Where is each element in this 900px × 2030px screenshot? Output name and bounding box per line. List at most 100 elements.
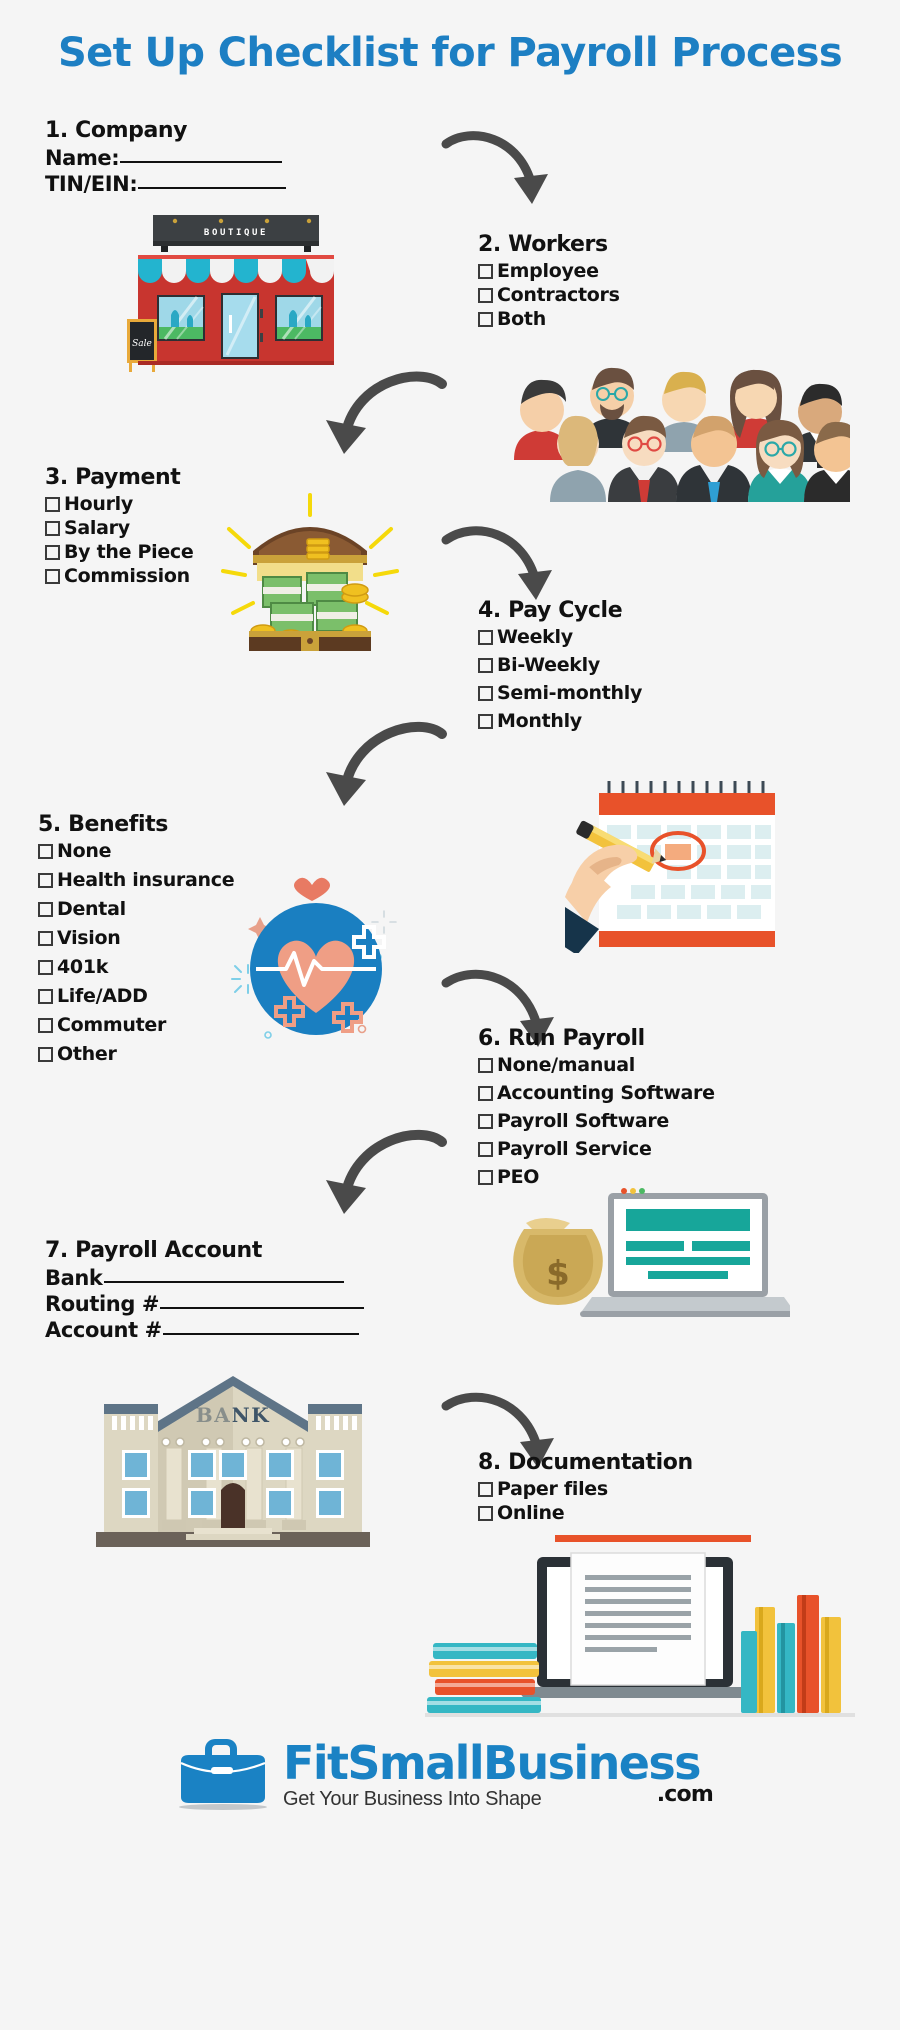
checkbox[interactable] xyxy=(478,657,493,673)
field-label: Routing # xyxy=(45,1292,160,1316)
checklist-label: Bi-Weekly xyxy=(497,654,600,676)
checkbox[interactable] xyxy=(45,568,60,584)
checklist-item[interactable]: Accounting Software xyxy=(478,1082,715,1104)
checkbox[interactable] xyxy=(45,544,60,560)
field-label: TIN/EIN: xyxy=(45,172,138,196)
checklist-item[interactable]: None xyxy=(38,840,234,862)
checklist-item[interactable]: Monthly xyxy=(478,710,642,732)
checklist-label: None xyxy=(57,840,112,862)
svg-text:BOUTIQUE: BOUTIQUE xyxy=(204,228,268,238)
checklist-label: Life/ADD xyxy=(57,985,148,1007)
logo-dotcom-suffix: .com xyxy=(656,1782,714,1807)
checklist-label: PEO xyxy=(497,1166,540,1188)
flow-arrow-5 xyxy=(440,965,570,1066)
checklist-item[interactable]: Vision xyxy=(38,927,234,949)
checklist-label: Semi-monthly xyxy=(497,682,643,704)
checkbox[interactable] xyxy=(38,930,53,946)
flow-arrow-2 xyxy=(310,370,450,481)
fill-in-rule[interactable] xyxy=(162,1333,359,1335)
section-heading: 6. Run Payroll xyxy=(478,1026,645,1051)
checklist-item[interactable]: Life/ADD xyxy=(38,985,234,1007)
checkbox[interactable] xyxy=(478,287,493,303)
checkbox[interactable] xyxy=(478,311,493,327)
checkbox[interactable] xyxy=(478,1169,493,1185)
checkbox[interactable] xyxy=(478,1141,493,1157)
checklist-item[interactable]: Commuter xyxy=(38,1014,234,1036)
checklist-item[interactable]: Other xyxy=(38,1043,234,1065)
checkbox[interactable] xyxy=(38,959,53,975)
fill-in-rule[interactable] xyxy=(103,1281,344,1283)
checklist-item[interactable]: Dental xyxy=(38,898,234,920)
checkbox[interactable] xyxy=(478,1481,493,1497)
checklist-item[interactable]: Online xyxy=(478,1502,693,1524)
checklist-item[interactable]: Salary xyxy=(45,517,193,539)
checklist-item[interactable]: By the Piece xyxy=(45,541,194,563)
checkbox[interactable] xyxy=(478,1057,493,1073)
boutique-storefront-illustration: BOUTIQUE xyxy=(125,215,347,380)
flow-arrow-6 xyxy=(310,1128,450,1243)
laptop-and-money-bag-illustration: $ xyxy=(500,1185,794,1325)
checkbox[interactable] xyxy=(478,263,493,279)
treasure-chest-of-money-illustration xyxy=(215,485,405,670)
checkbox[interactable] xyxy=(38,988,53,1004)
group-of-workers-illustration xyxy=(490,352,868,507)
checkbox[interactable] xyxy=(45,496,60,512)
fill-in-rule[interactable] xyxy=(160,1307,365,1309)
checklist-item[interactable]: PEO xyxy=(478,1166,715,1188)
checkbox[interactable] xyxy=(478,1505,493,1521)
fitsmallbusiness-logo[interactable]: FitSmallBusiness Get Your Business Into … xyxy=(175,1725,725,1825)
field-account-number[interactable]: Account # xyxy=(45,1318,364,1342)
field-tin-ein[interactable]: TIN/EIN: xyxy=(45,172,287,196)
checklist-label: Salary xyxy=(64,517,130,539)
checklist-label: Online xyxy=(497,1502,565,1524)
checklist-label: 401k xyxy=(57,956,109,978)
checkbox[interactable] xyxy=(478,685,493,701)
checklist-item[interactable]: Contractors xyxy=(478,284,620,306)
desk-calendar-with-hand-illustration xyxy=(549,775,777,958)
checkbox[interactable] xyxy=(38,1046,53,1062)
checklist-item[interactable]: Both xyxy=(478,308,620,330)
checklist-item[interactable]: Payroll Software xyxy=(478,1110,715,1132)
checkbox[interactable] xyxy=(38,901,53,917)
checklist-item[interactable]: Hourly xyxy=(45,493,193,515)
section-workers: 2. Workers Employee Contractors Both xyxy=(478,232,620,332)
checklist-label: Paper files xyxy=(497,1478,608,1500)
fill-in-rule[interactable] xyxy=(138,187,287,189)
checkbox[interactable] xyxy=(45,520,60,536)
checklist-item[interactable]: Commission xyxy=(45,565,193,587)
checklist-label: Hourly xyxy=(64,493,133,515)
section-run-payroll: 6. Run Payroll None/manual Accounting So… xyxy=(478,1026,715,1194)
checkbox[interactable] xyxy=(478,1085,493,1101)
checklist-item[interactable]: 401k xyxy=(38,956,234,978)
checkbox[interactable] xyxy=(478,1113,493,1129)
section-payroll-account: 7. Payroll Account Bank Routing # Accoun… xyxy=(45,1238,365,1344)
checkbox[interactable] xyxy=(38,1017,53,1033)
field-routing-number[interactable]: Routing # xyxy=(45,1292,365,1316)
checkbox[interactable] xyxy=(38,843,53,859)
checklist-item[interactable]: None/manual xyxy=(478,1054,715,1076)
checklist-label: Monthly xyxy=(497,710,582,732)
checklist-label: Dental xyxy=(57,898,126,920)
field-bank[interactable]: Bank xyxy=(45,1266,364,1290)
checkbox[interactable] xyxy=(478,713,493,729)
bank-building-illustration: BANK xyxy=(90,1370,376,1557)
checklist-item[interactable]: Payroll Service xyxy=(478,1138,715,1160)
checklist-item[interactable]: Employee xyxy=(478,260,620,282)
checklist-item[interactable]: Paper files xyxy=(478,1478,693,1500)
checklist-item[interactable]: Health insurance xyxy=(38,869,235,891)
checklist-label: Weekly xyxy=(497,626,573,648)
checklist-label: Contractors xyxy=(497,284,620,306)
flow-arrow-3 xyxy=(440,520,568,617)
section-company: 1. Company Name: TIN/EIN: xyxy=(45,118,287,198)
checklist-item[interactable]: Bi-Weekly xyxy=(478,654,642,676)
checklist-item[interactable]: Weekly xyxy=(478,626,642,648)
section-heading: 1. Company xyxy=(45,118,188,143)
field-company-name[interactable]: Name: xyxy=(45,146,286,170)
section-heading: 5. Benefits xyxy=(38,812,168,837)
checkbox[interactable] xyxy=(478,629,493,645)
fill-in-rule[interactable] xyxy=(120,161,283,163)
checklist-item[interactable]: Semi-monthly xyxy=(478,682,642,704)
checklist-label: Vision xyxy=(57,927,121,949)
checkbox[interactable] xyxy=(38,872,53,888)
